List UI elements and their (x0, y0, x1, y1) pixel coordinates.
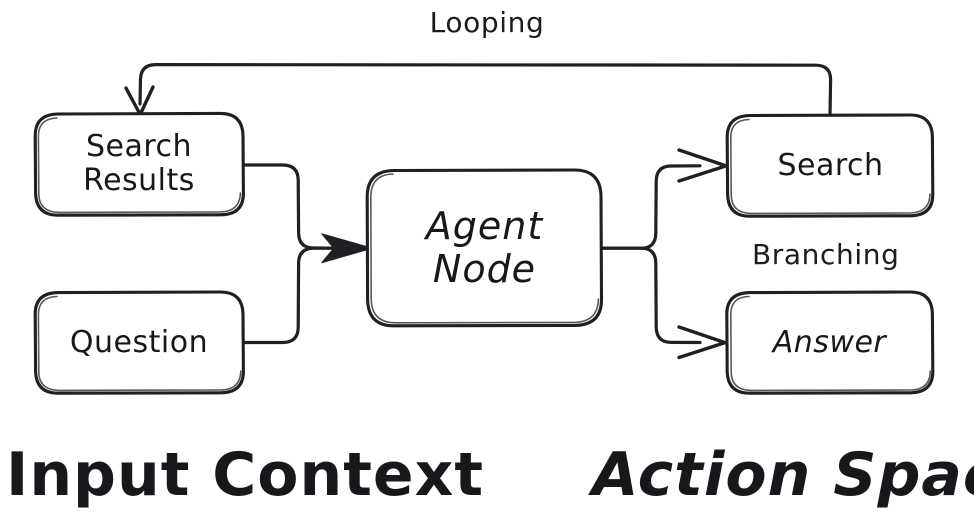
node-agent-node-outline-sketch (369, 173, 600, 324)
node-question-outline-sketch (37, 295, 242, 392)
edge-agent-to-answer-path (601, 246, 702, 345)
node-answer-outline (725, 290, 935, 395)
node-question[interactable] (33, 290, 245, 395)
node-answer[interactable] (725, 290, 935, 395)
node-search-outline-sketch (729, 118, 931, 215)
edge-merge-arrowhead (321, 233, 373, 264)
node-agent-node-outline (365, 168, 604, 328)
edge-search-results-to-agent-path (243, 163, 347, 250)
node-search[interactable] (725, 113, 935, 218)
node-search-outline (725, 113, 935, 218)
edge-looping-path (138, 62, 833, 118)
edge-question-to-agent (243, 246, 347, 345)
edge-agent-to-answer-arrowhead (677, 325, 727, 360)
node-question-outline (33, 290, 245, 395)
node-answer-outline-sketch (729, 295, 932, 392)
node-search-results-outline (33, 111, 245, 217)
edge-looping (124, 62, 833, 118)
edge-question-to-agent-path (243, 246, 347, 345)
edge-agent-to-search (601, 148, 728, 250)
node-search-results-outline-sketch (37, 117, 242, 214)
edge-agent-to-answer (601, 246, 727, 360)
node-agent-node[interactable] (365, 168, 604, 328)
node-search-results[interactable] (33, 111, 245, 217)
edge-search-results-to-agent (243, 163, 347, 250)
